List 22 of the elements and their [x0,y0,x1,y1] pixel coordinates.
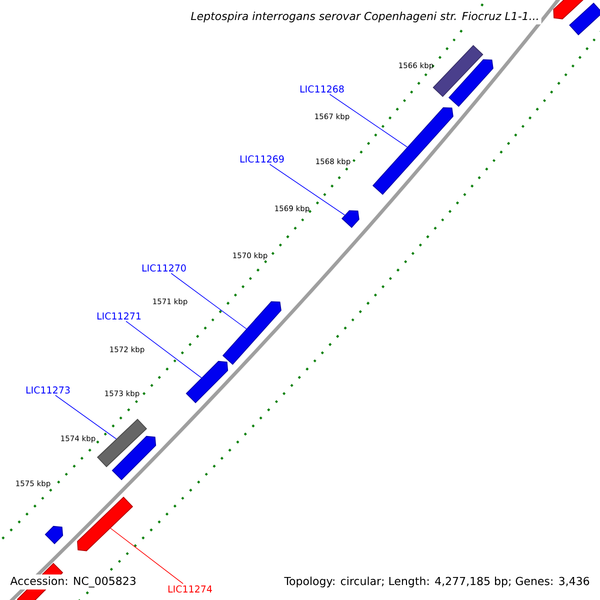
gene-feature [44,526,64,544]
gene-label: LIC11268 [300,85,344,93]
leader-line [269,164,346,216]
gene-label: LIC11271 [97,312,141,320]
leader-line [55,394,117,440]
gene-label: LIC11273 [26,386,70,394]
gene-label: LIC11270 [142,264,186,272]
leader-line [170,272,247,330]
gene-feature [112,436,156,480]
title: Leptospira interrogans serovar Copenhageni str. Fiocruz L1-1... [188,10,542,24]
gene-label: LIC11274 [168,585,212,593]
gene-bar [432,44,484,98]
gene-label: LIC11269 [240,155,284,163]
leader-line [126,320,202,378]
footer-text: Accession: NC_005823 [8,574,138,590]
gene-feature [77,496,134,552]
footer-text: Topology: circular; Length: 4,277,185 bp; Genes: 3,436 [282,574,592,590]
leader-line [329,94,408,148]
gene-bar [569,2,600,36]
gene-feature [186,360,228,404]
gene-feature [553,0,585,20]
leader-line [110,528,184,584]
